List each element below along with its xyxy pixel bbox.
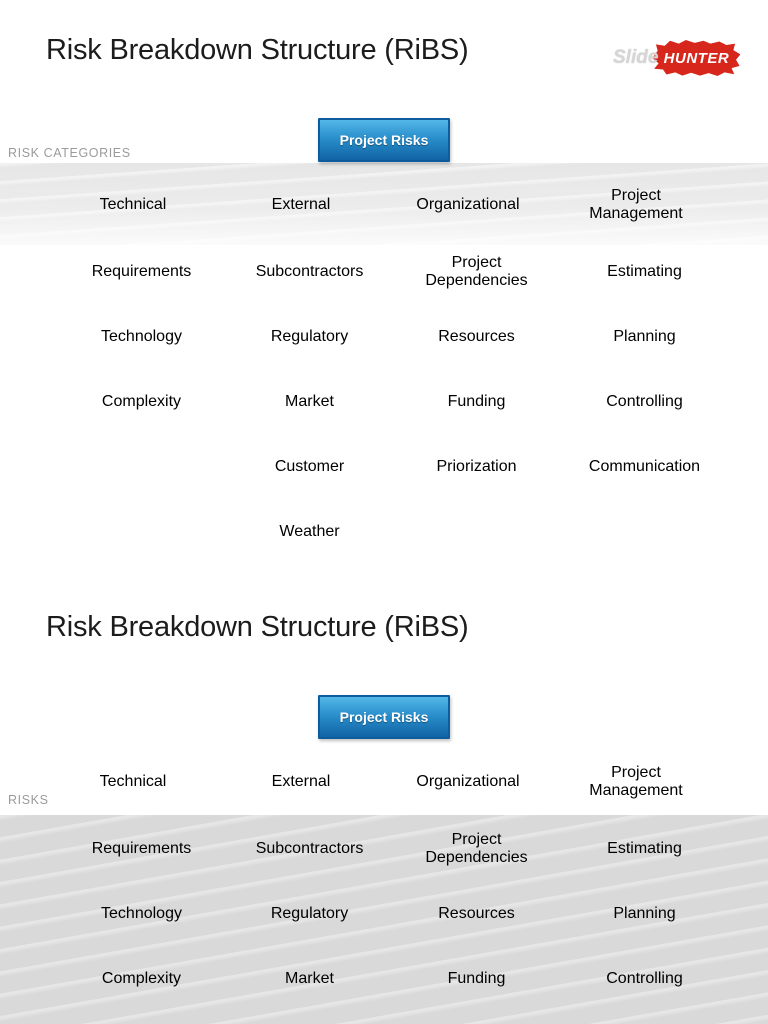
connector-line	[0, 207, 2, 221]
node-priorization: Priorization	[436, 457, 517, 475]
logo-hunter-text: HUNTER	[663, 49, 730, 67]
node-funding: Funding	[447, 969, 506, 987]
connector-line	[0, 586, 505, 588]
category-organizational: Organizational	[416, 196, 520, 213]
connector-line	[0, 9, 505, 11]
side-label-risks: RISKS	[8, 793, 49, 807]
connector-line	[0, 588, 2, 602]
node-complexity: Complexity	[101, 392, 182, 410]
connector-line	[0, 784, 2, 798]
node-resources: Resources	[438, 327, 515, 345]
category-technical: Technical	[99, 196, 167, 213]
node-planning: Planning	[613, 327, 676, 345]
node-technology: Technology	[101, 904, 182, 922]
connector-line	[0, 798, 2, 1024]
node-market: Market	[285, 392, 334, 410]
background-band	[0, 815, 768, 1024]
connector-line	[0, 11, 2, 25]
category-technical: Technical	[99, 773, 167, 790]
background-band	[0, 163, 768, 245]
category-project-management: Project Management	[589, 764, 683, 799]
category-external: External	[271, 773, 331, 790]
slide-2: Risk Breakdown Structure (RiBS) RISKS Pr…	[0, 577, 768, 1024]
side-label-risk-categories: RISK CATEGORIES	[8, 146, 131, 160]
node-regulatory: Regulatory	[270, 327, 349, 345]
node-controlling: Controlling	[606, 969, 683, 987]
node-market: Market	[285, 969, 334, 987]
node-subcontractors: Subcontractors	[255, 262, 364, 280]
slide-title: Risk Breakdown Structure (RiBS)	[46, 34, 469, 66]
node-requirements: Requirements	[91, 839, 192, 857]
node-subcontractors: Subcontractors	[255, 839, 364, 857]
node-controlling: Controlling	[606, 392, 683, 410]
connector-line	[0, 577, 2, 586]
node-resources: Resources	[438, 904, 515, 922]
node-regulatory: Regulatory	[270, 904, 349, 922]
node-requirements: Requirements	[91, 262, 192, 280]
logo-burst-icon: HUNTER	[652, 40, 741, 76]
connector-line	[0, 534, 22, 537]
node-technology: Technology	[101, 327, 182, 345]
node-communication: Communication	[588, 457, 701, 475]
connector-line	[0, 0, 2, 9]
node-funding: Funding	[447, 392, 506, 410]
connector-line	[0, 537, 2, 551]
slide-1: Risk Breakdown Structure (RiBS) Slide HU…	[0, 0, 768, 551]
node-estimating: Estimating	[607, 839, 682, 857]
node-project-risks: Project Risks	[318, 695, 450, 739]
node-planning: Planning	[613, 904, 676, 922]
node-estimating: Estimating	[607, 262, 682, 280]
connector-line	[0, 221, 2, 526]
connector-line	[0, 204, 22, 207]
connector-line	[0, 781, 22, 784]
category-external: External	[271, 196, 331, 213]
slidehunter-logo: Slide HUNTER	[613, 40, 741, 76]
slide-title: Risk Breakdown Structure (RiBS)	[46, 611, 469, 643]
connector-line	[0, 602, 2, 777]
node-project-dependencies: Project Dependencies	[425, 830, 528, 866]
logo-slide-text: Slide	[613, 47, 659, 68]
node-project-dependencies: Project Dependencies	[425, 253, 528, 289]
node-project-risks: Project Risks	[318, 118, 450, 162]
connector-line	[0, 25, 2, 200]
node-complexity: Complexity	[101, 969, 182, 987]
category-project-management: Project Management	[589, 187, 683, 222]
node-weather: Weather	[279, 522, 340, 540]
node-customer: Customer	[274, 457, 345, 475]
category-organizational: Organizational	[416, 773, 520, 790]
